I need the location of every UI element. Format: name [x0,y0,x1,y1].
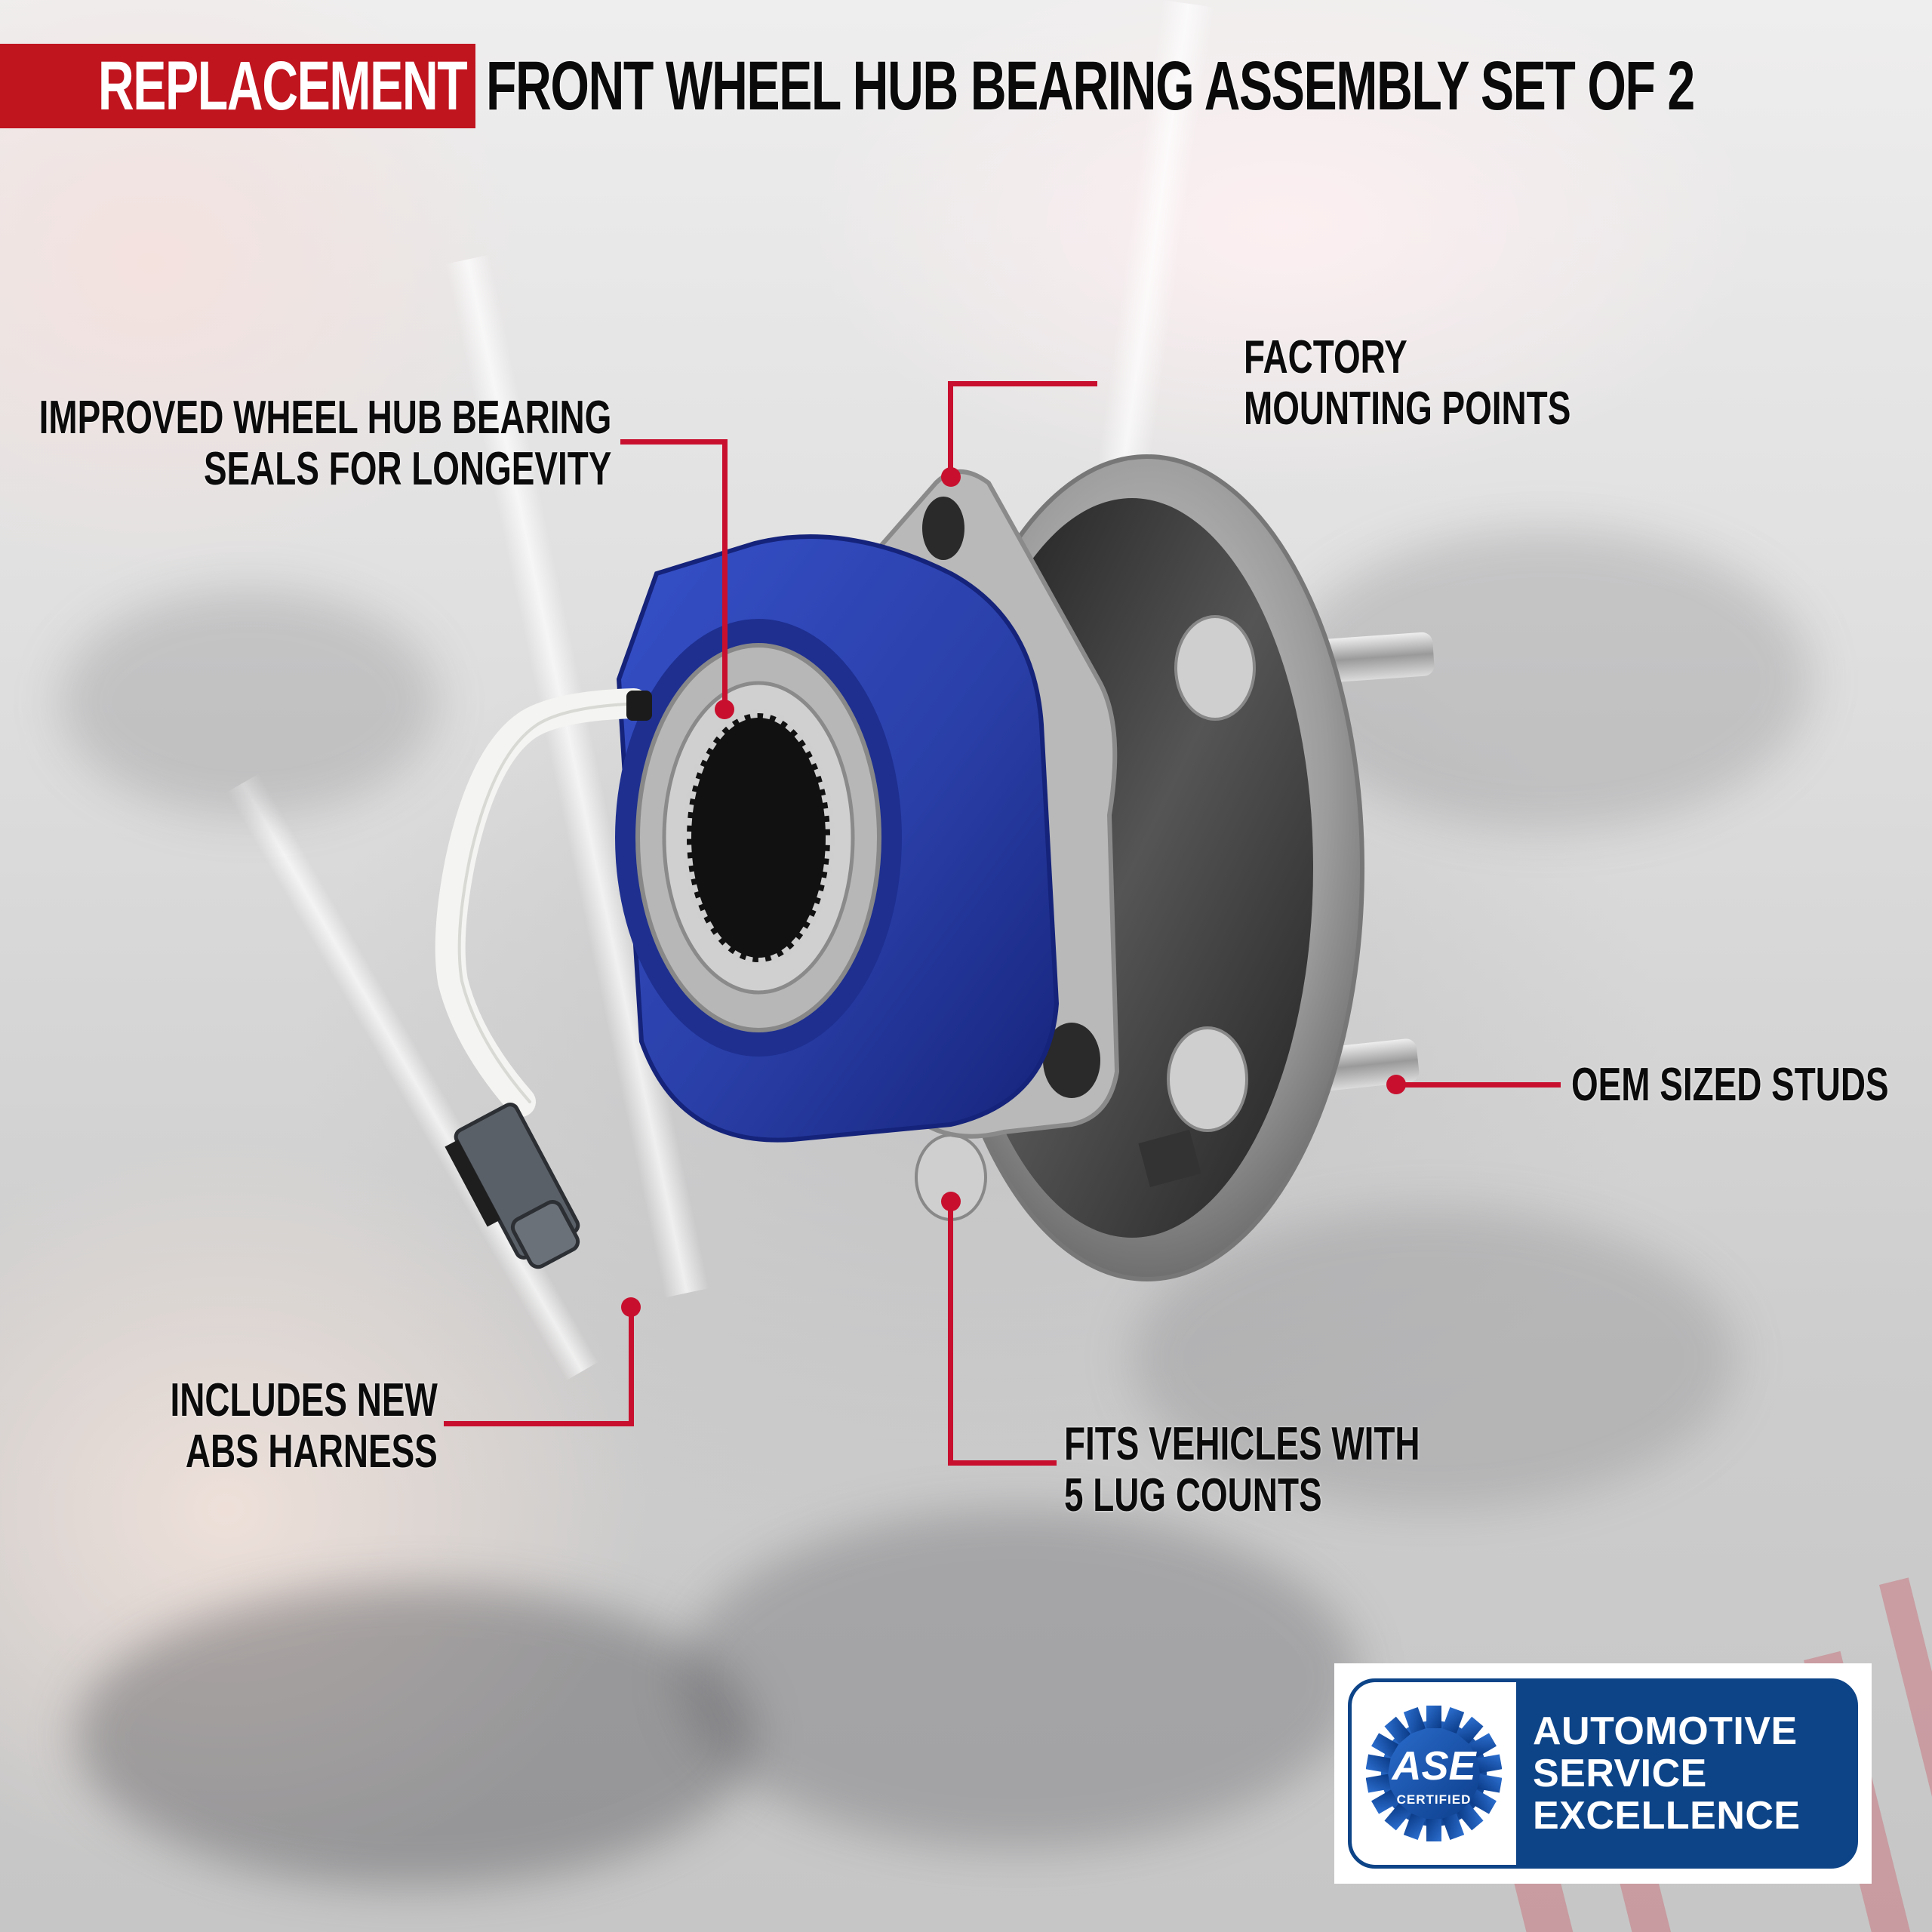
leader-line-abs-harness [629,1307,634,1426]
ase-panel: ASE CERTIFIED AUTOMOTIVE SERVICE EXCELLE… [1348,1678,1858,1869]
title-text: FRONT WHEEL HUB BEARING ASSEMBLY SET OF … [486,48,1695,125]
leader-line-lug-counts [948,1460,1057,1466]
callout-dot-mounting-points [941,467,961,487]
ase-logo-subtext: CERTIFIED [1397,1792,1472,1807]
ase-text: AUTOMOTIVE SERVICE EXCELLENCE [1516,1682,1854,1865]
ase-line-3: EXCELLENCE [1533,1794,1801,1838]
leader-line-mounting-points [948,381,1097,386]
leader-line-mounting-points [948,381,953,475]
ase-logo-text: ASE [1390,1743,1477,1789]
callout-abs-harness: INCLUDES NEW ABS HARNESS [170,1374,438,1478]
leader-line-abs-harness [444,1421,634,1426]
callout-dot-oem-studs [1386,1075,1406,1094]
title-badge: REPLACEMENT [0,44,475,128]
leader-line-seals [722,439,728,708]
ase-line-2: SERVICE [1533,1752,1707,1795]
ase-line-1: AUTOMOTIVE [1533,1709,1798,1753]
callout-dot-seals [715,700,734,719]
ase-logo: ASE CERTIFIED [1352,1682,1516,1865]
callout-seals: IMPROVED WHEEL HUB BEARING SEALS FOR LON… [38,392,611,495]
callout-lug-counts: FITS VEHICLES WITH 5 LUG COUNTS [1064,1418,1420,1521]
leader-line-seals [620,439,728,445]
leader-line-lug-counts [948,1201,953,1466]
page-title: REPLACEMENT FRONT WHEEL HUB BEARING ASSE… [0,44,1932,128]
leader-line-oem-studs [1396,1082,1561,1088]
ase-certification-badge: ASE CERTIFIED AUTOMOTIVE SERVICE EXCELLE… [1334,1663,1872,1884]
gear-icon: ASE CERTIFIED [1366,1706,1502,1841]
callout-mounting-points: FACTORY MOUNTING POINTS [1244,331,1571,435]
callout-oem-studs: OEM SIZED STUDS [1571,1059,1889,1111]
title-badge-label: REPLACEMENT [97,48,468,125]
